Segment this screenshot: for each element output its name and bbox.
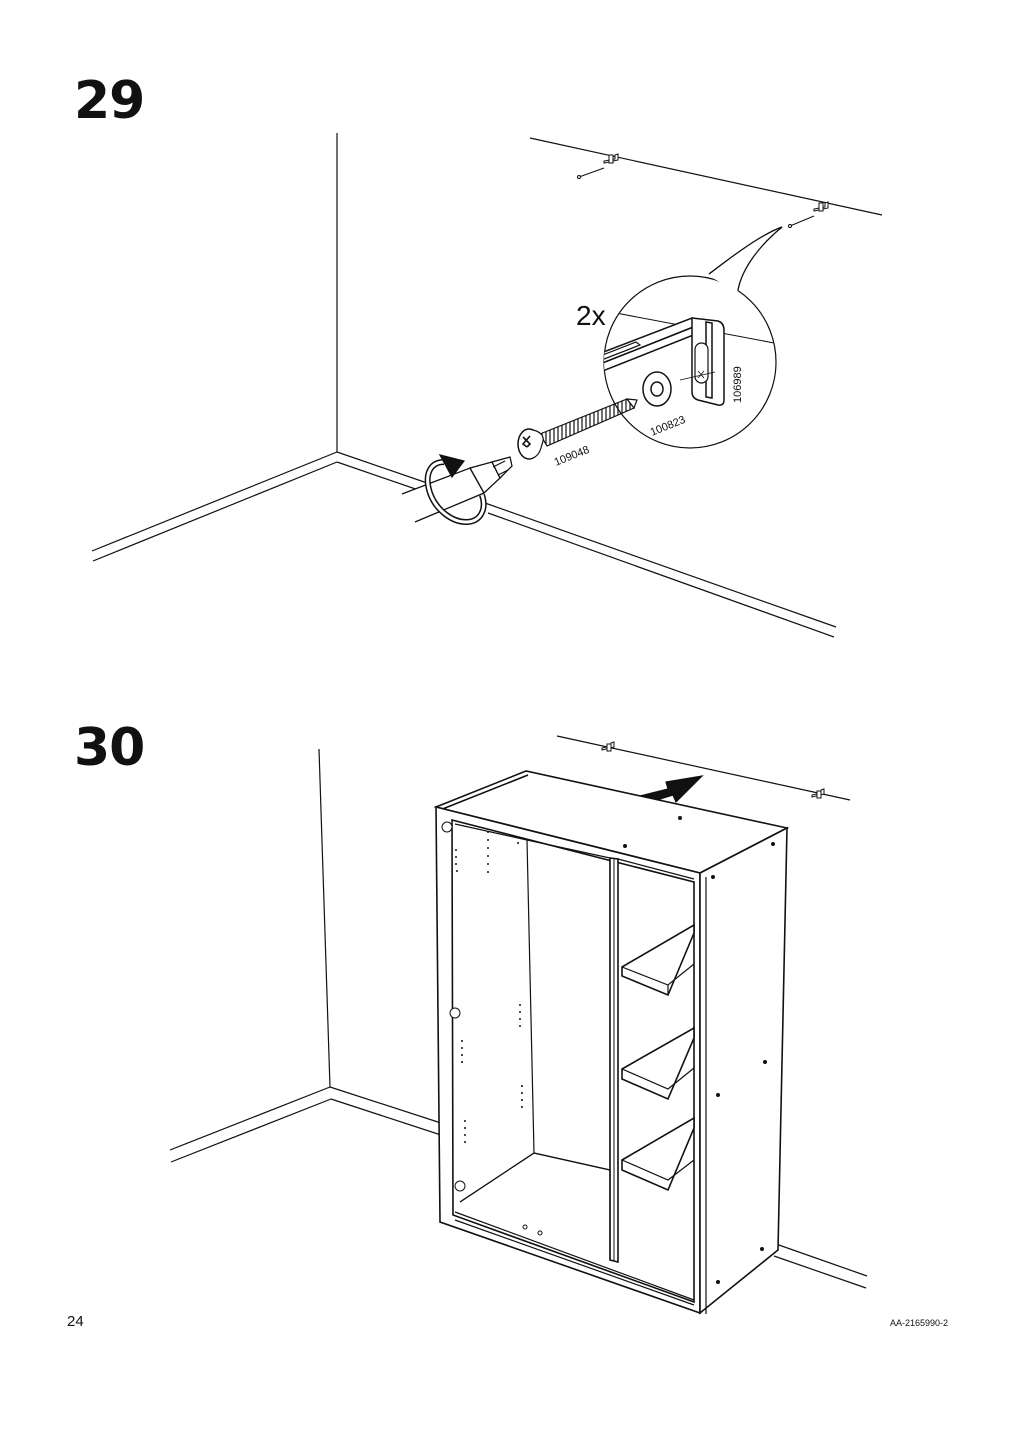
screwdriver [401, 456, 513, 523]
step-29-number: 29 [74, 71, 145, 131]
page-number: 24 [67, 1313, 84, 1330]
step-30-number: 30 [74, 718, 145, 778]
wall-bracket-right [788, 201, 829, 228]
step-29-illustration [91, 133, 883, 638]
part-number-bracket: 106989 [732, 366, 744, 403]
part-number-screw: 109048 [553, 444, 592, 469]
wall-corner [91, 133, 883, 638]
wardrobe-fittings [441, 816, 775, 1284]
clockwise-arrow-icon [424, 454, 487, 526]
screw [517, 398, 638, 460]
document-code: AA-2165990-2 [889, 1318, 948, 1328]
step-30-illustration [169, 735, 868, 1315]
bracket-detail [604, 317, 725, 406]
wall-bracket-30-right [811, 788, 825, 799]
wall-bracket-left [577, 153, 619, 179]
quantity-label: 2x [576, 300, 606, 331]
shelf-pin-holes [455, 831, 523, 1143]
washer-detail [642, 371, 672, 407]
wall-bracket-30-left [601, 741, 615, 752]
wardrobe [433, 770, 790, 1315]
